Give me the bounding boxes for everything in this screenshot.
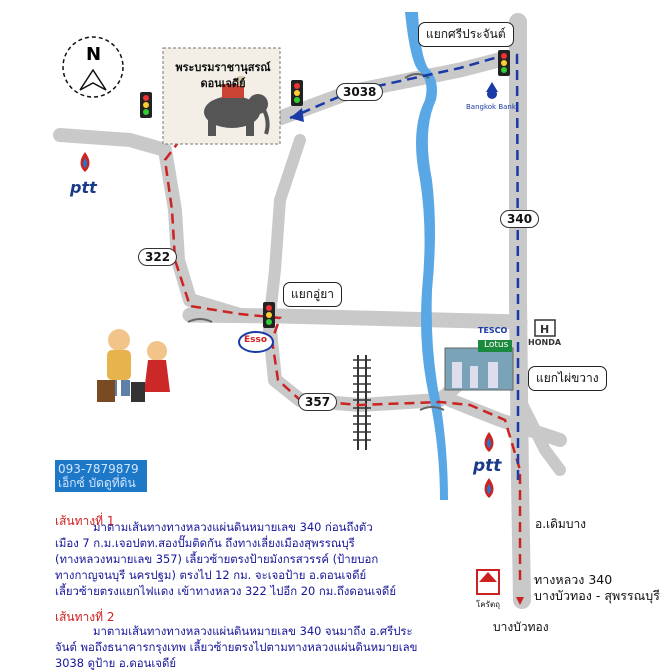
route-1-line: (ทางหลวงหมายเลข 357) เลี้ยวซ้ายตรงป้ายมั… xyxy=(55,552,379,566)
esso-label: Esso xyxy=(244,335,268,345)
north-arrow-icon xyxy=(62,36,124,98)
bridge-1 xyxy=(404,73,430,79)
route-2-line: จันต์ พอถึงธนาคารกรุงเทพ เลี้ยวซ้ายตรงไป… xyxy=(55,640,418,654)
temple-caption-line1: พระบรมราชานุสรณ์ xyxy=(175,61,271,74)
road-badge-322: 322 xyxy=(138,248,178,266)
bangkok-bank-label: Bangkok Bank xyxy=(466,103,516,111)
bottom-place-label: บางบัวทอง xyxy=(493,620,549,634)
compass-letter: N xyxy=(86,44,102,65)
traffic-light-icon xyxy=(291,80,303,106)
traffic-light-icon xyxy=(263,302,275,328)
route-1-line xyxy=(163,139,522,580)
route-2-line: 3038 ดูป้าย อ.ดอนเจดีย์ xyxy=(55,656,177,670)
road-uya-west xyxy=(182,307,528,330)
junction-label-maikhwang: แยกไผ่ขวาง xyxy=(528,366,607,391)
railway xyxy=(353,355,371,450)
highway-label-line2: บางบัวทอง - สุพรรณบุรี xyxy=(534,588,660,603)
direction-arrow-icon xyxy=(516,597,524,605)
contact-box: 093-7879879 เอ็กซ์ บัดดูที่ดิน xyxy=(55,460,147,492)
road-322 xyxy=(53,128,247,322)
honda-label: HONDA xyxy=(528,338,562,347)
route-1-text: มาตามเส้นทางทางหลวงแผ่นดินหมายเลข 340 ก่… xyxy=(55,519,485,599)
ptt-label-1: ptt xyxy=(70,178,97,197)
ptt-drop-icon xyxy=(484,432,494,452)
junction-label-sriprachan: แยกศรีประจันต์ xyxy=(418,22,514,47)
highway-label-line1: ทางหลวง 340 xyxy=(534,572,613,587)
place-label-supan: อ.เดิมบาง xyxy=(535,517,587,531)
svg-text:H: H xyxy=(540,323,549,336)
road-uya-north xyxy=(264,134,306,321)
landmark-icon xyxy=(476,569,500,595)
route-2-title: เส้นทางที่ 2 xyxy=(55,610,115,624)
temple-caption-line2: ดอนเจดีย์ xyxy=(200,77,246,90)
road-3038 xyxy=(272,47,526,126)
route-2-line: มาตามเส้นทางทางหลวงแผ่นดินหมายเลข 340 จน… xyxy=(93,624,413,638)
route-1-line: ทางกาญจนบุรี นครปฐม) ตรงไป 12 กม. จะเจอป… xyxy=(55,568,367,582)
bridge-2 xyxy=(187,318,213,323)
route-1-line: เมือง 7 ก.ม.เจอปตท.สองปั๊มติดกัน ถึงทางเ… xyxy=(55,536,355,550)
lotus-label: Lotus xyxy=(484,340,509,350)
contact-name: เอ็กซ์ บัดดูที่ดิน xyxy=(58,476,136,490)
traffic-light-icon xyxy=(498,50,510,76)
ptt-label-2: ptt xyxy=(473,456,502,476)
river xyxy=(405,12,448,500)
contact-phone: 093-7879879 xyxy=(58,462,139,476)
route-2-arrowhead xyxy=(290,108,304,122)
road-badge-340: 340 xyxy=(500,210,540,228)
tesco-label: TESCO xyxy=(478,326,508,335)
junction-label-uya: แยกอู่ยา xyxy=(283,282,343,307)
road-badge-3038: 3038 xyxy=(336,83,384,101)
route-1-title: เส้นทางที่ 1 xyxy=(55,514,115,528)
route-1-line: เลี้ยวซ้ายตรงแยกไฟแดง เข้าทางหลวง 322 ไป… xyxy=(55,584,397,598)
ptt-drop-icon xyxy=(80,152,90,172)
bangkok-bank-icon xyxy=(486,82,498,99)
route-1-line: มาตามเส้นทางทางหลวงแผ่นดินหมายเลข 340 ก่… xyxy=(93,520,373,534)
esso-logo-icon xyxy=(238,331,274,353)
road-badge-357: 357 xyxy=(298,393,338,411)
bridge-3 xyxy=(419,406,445,411)
road-south-west xyxy=(514,394,566,476)
traffic-light-icon xyxy=(140,92,152,118)
honda-logo-icon xyxy=(534,319,556,337)
landmark-label: โครัตถุ xyxy=(476,600,500,609)
ptt-drop-icon xyxy=(484,478,494,498)
route-2-text: มาตามเส้นทางทางหลวงแผ่นดินหมายเลข 340 จน… xyxy=(55,623,485,671)
travelers-icon xyxy=(97,329,170,402)
elephant-icon xyxy=(204,76,270,136)
